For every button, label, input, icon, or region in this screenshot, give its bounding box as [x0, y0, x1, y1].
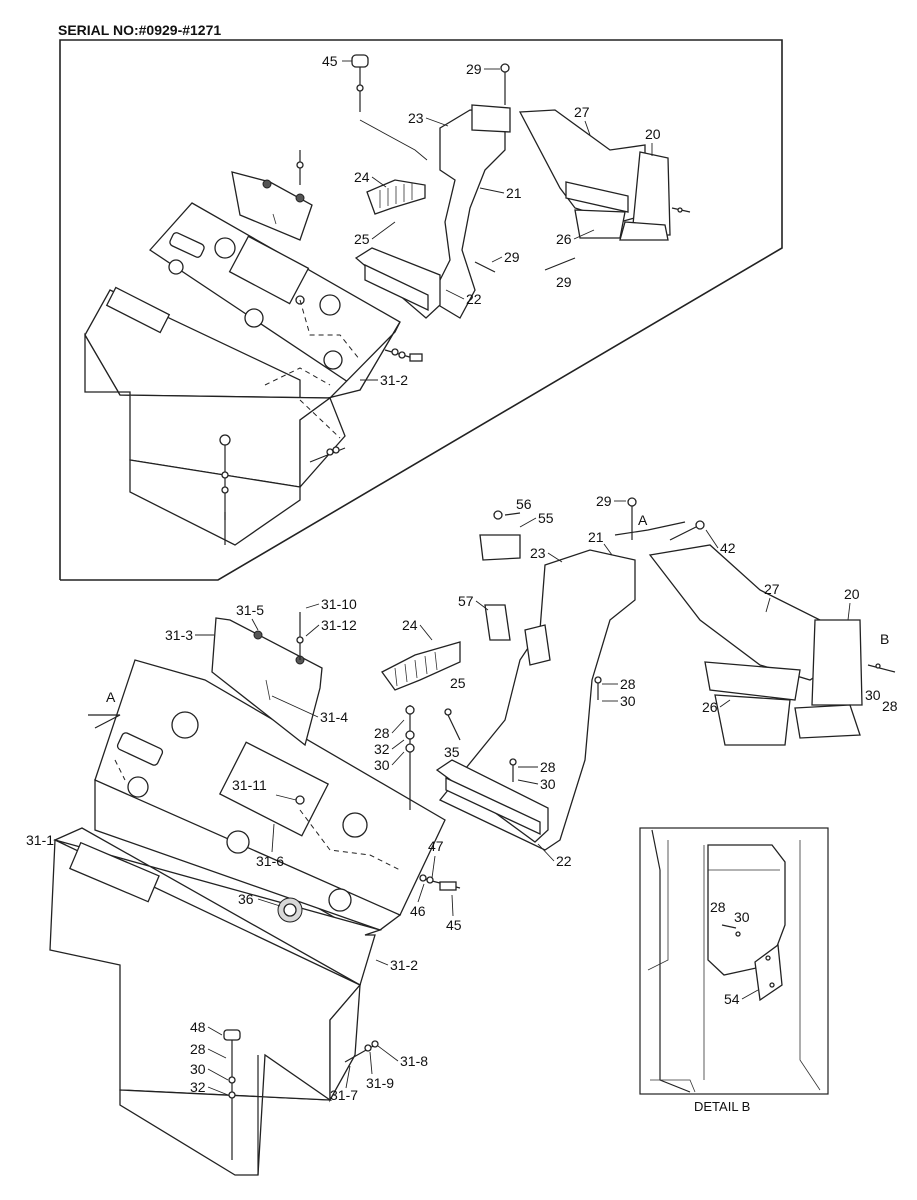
main-dashboard-panel	[49, 612, 461, 1176]
inset-label-20: 20	[645, 126, 661, 142]
main-label-31-12: 31-12	[321, 617, 357, 633]
main-label-23: 23	[530, 545, 546, 561]
main-label-29: 29	[596, 493, 612, 509]
inset-label-23: 23	[408, 110, 424, 126]
main-label-31-7: 31-7	[330, 1087, 358, 1103]
main-label-28-b: 28	[882, 698, 898, 714]
main-label-27: 27	[764, 581, 780, 597]
main-label-31-11: 31-11	[232, 777, 267, 793]
serial-number: SERIAL NO:#0929-#1271	[58, 22, 221, 38]
inset-box	[59, 39, 783, 581]
detail-title: DETAIL B	[694, 1099, 750, 1114]
main-label-28-a: 28	[620, 676, 636, 692]
inset-label-29-b: 29	[504, 249, 520, 265]
main-label-31-4: 31-4	[320, 709, 348, 725]
inset-label-27: 27	[574, 104, 590, 120]
inset-label-24: 24	[354, 169, 370, 185]
main-label-31-10: 31-10	[321, 596, 357, 612]
inset-label-29-c: 29	[556, 274, 572, 290]
main-label-24: 24	[402, 617, 418, 633]
detail-b-box: 28 30 54 DETAIL B	[639, 827, 829, 1114]
main-label-36: 36	[238, 891, 254, 907]
main-label-47: 47	[428, 838, 444, 854]
main-label-31-3: 31-3	[165, 627, 193, 643]
inset-label-25: 25	[354, 231, 370, 247]
main-label-B: B	[880, 631, 889, 647]
main-label-32-a: 32	[374, 741, 390, 757]
main-label-55: 55	[538, 510, 554, 526]
detail-label-54: 54	[724, 991, 740, 1007]
inset-label-31-2: 31-2	[380, 372, 408, 388]
main-label-A-2: A	[106, 689, 116, 705]
main-label-30-b: 30	[865, 687, 881, 703]
inset-ducts	[351, 54, 691, 319]
detail-label-30: 30	[734, 909, 750, 925]
main-label-31-6: 31-6	[256, 853, 284, 869]
inset-dashboard-panel	[84, 150, 423, 546]
inset-label-26: 26	[556, 231, 572, 247]
main-label-30-c: 30	[374, 757, 390, 773]
main-label-56: 56	[516, 496, 532, 512]
main-label-30-a: 30	[620, 693, 636, 709]
main-label-57: 57	[458, 593, 474, 609]
main-label-31-5: 31-5	[236, 602, 264, 618]
main-label-42: 42	[720, 540, 736, 556]
main-label-30-d: 30	[540, 776, 556, 792]
main-label-48: 48	[190, 1019, 206, 1035]
main-label-22: 22	[556, 853, 572, 869]
main-label-31-1: 31-1	[26, 832, 54, 848]
detail-label-28: 28	[710, 899, 726, 915]
main-label-28-c: 28	[374, 725, 390, 741]
main-labels: 56 29 55 A 21 23 42 27 20 B 57 24 25 28 …	[26, 493, 898, 1103]
inset-label-45: 45	[322, 53, 338, 69]
inset-label-22: 22	[466, 291, 482, 307]
main-label-26: 26	[702, 699, 718, 715]
main-label-31-9: 31-9	[366, 1075, 394, 1091]
inset-labels: 45 29 23 27 20 24 21 25 29 26 29 22 31-2	[322, 53, 661, 388]
main-label-25: 25	[450, 675, 466, 691]
main-label-32-b: 32	[190, 1079, 206, 1095]
inset-label-21: 21	[506, 185, 522, 201]
main-label-28-e: 28	[190, 1041, 206, 1057]
main-label-31-8: 31-8	[400, 1053, 428, 1069]
main-label-35: 35	[444, 744, 460, 760]
inset-label-29: 29	[466, 61, 482, 77]
main-label-21: 21	[588, 529, 604, 545]
main-label-A-1: A	[638, 512, 648, 528]
main-label-45: 45	[446, 917, 462, 933]
main-label-28-d: 28	[540, 759, 556, 775]
main-label-30-e: 30	[190, 1061, 206, 1077]
main-label-20: 20	[844, 586, 860, 602]
main-label-31-2: 31-2	[390, 957, 418, 973]
main-ducts	[88, 497, 896, 851]
main-label-46: 46	[410, 903, 426, 919]
